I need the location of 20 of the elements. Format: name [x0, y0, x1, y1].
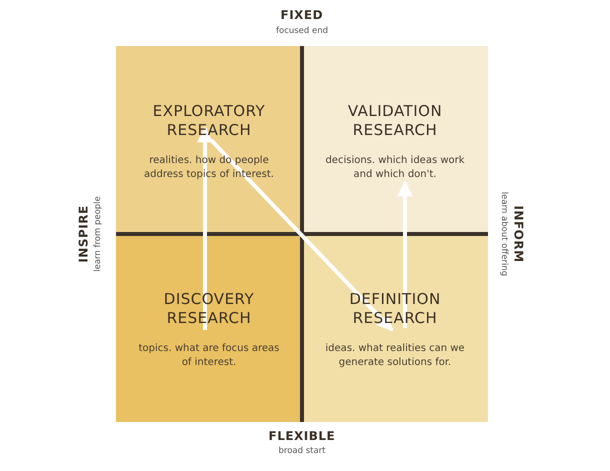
quadrant-description: ideas. what realities can we generate solutions for.: [324, 342, 466, 370]
axis-subtitle: focused end: [276, 26, 328, 36]
quadrant-panel: [302, 46, 488, 234]
axis-title: INFORM: [511, 205, 526, 263]
arrow: [210, 138, 394, 332]
arrow: [197, 126, 213, 330]
quadrant-panel: [302, 234, 488, 422]
quadrant-heading: DEFINITION RESEARCH: [348, 290, 442, 328]
arrow: [397, 180, 413, 328]
axis-subtitle: learn from people: [92, 196, 103, 272]
quadrant-description: topics. what are focus areas of interest.: [138, 342, 280, 370]
axis-title: FIXED: [280, 8, 324, 22]
axis-subtitle: learn about offering: [499, 192, 510, 276]
axis-subtitle: broad start: [278, 446, 326, 456]
quadrant-heading: VALIDATION RESEARCH: [346, 102, 444, 140]
quadrant-panel: [116, 46, 302, 234]
axis-title: INSPIRE: [76, 205, 90, 263]
axis-title: FLEXIBLE: [268, 429, 336, 443]
quadrant-description: decisions. which ideas work and which don't.: [324, 154, 466, 182]
quadrant-panel: [116, 234, 302, 422]
